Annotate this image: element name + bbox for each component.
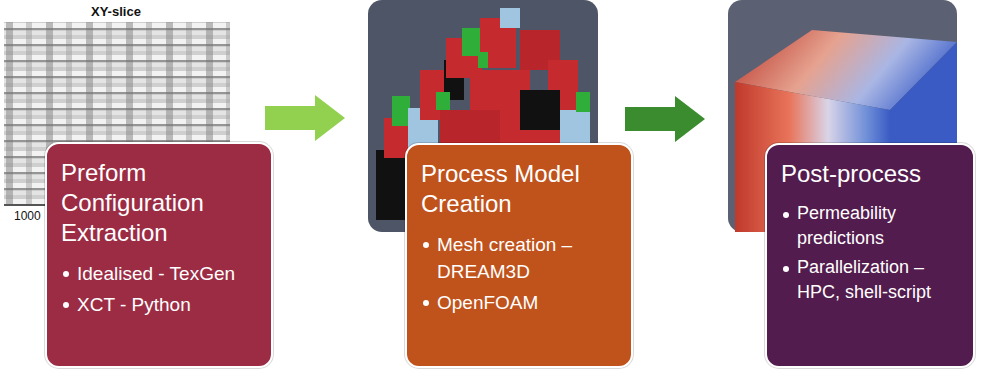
step-title: Process Model Creation	[421, 159, 617, 219]
bullet-item: XCT - Python	[61, 291, 257, 318]
bullet-item: Mesh creation – DREAM3D	[421, 231, 617, 285]
bullet-item: Permeability predictions	[781, 201, 959, 251]
process-box: Process Model CreationMesh creation – DR…	[405, 143, 633, 368]
bullet-item: Parallelization – HPC, shell-script	[781, 255, 959, 305]
step-title: Post-process	[781, 159, 959, 189]
process-box: Post-processPermeability predictionsPara…	[765, 143, 975, 368]
image-title: XY-slice	[91, 4, 141, 19]
bullet-item: Idealised - TexGen	[61, 260, 257, 287]
step-title: Preform Configuration Extraction	[61, 158, 257, 248]
process-box: Preform Configuration ExtractionIdealise…	[45, 142, 273, 368]
bullet-item: OpenFOAM	[421, 289, 617, 316]
flow-arrow	[625, 96, 705, 142]
flow-arrow	[265, 95, 345, 141]
axis-tick: 1000	[14, 209, 41, 223]
